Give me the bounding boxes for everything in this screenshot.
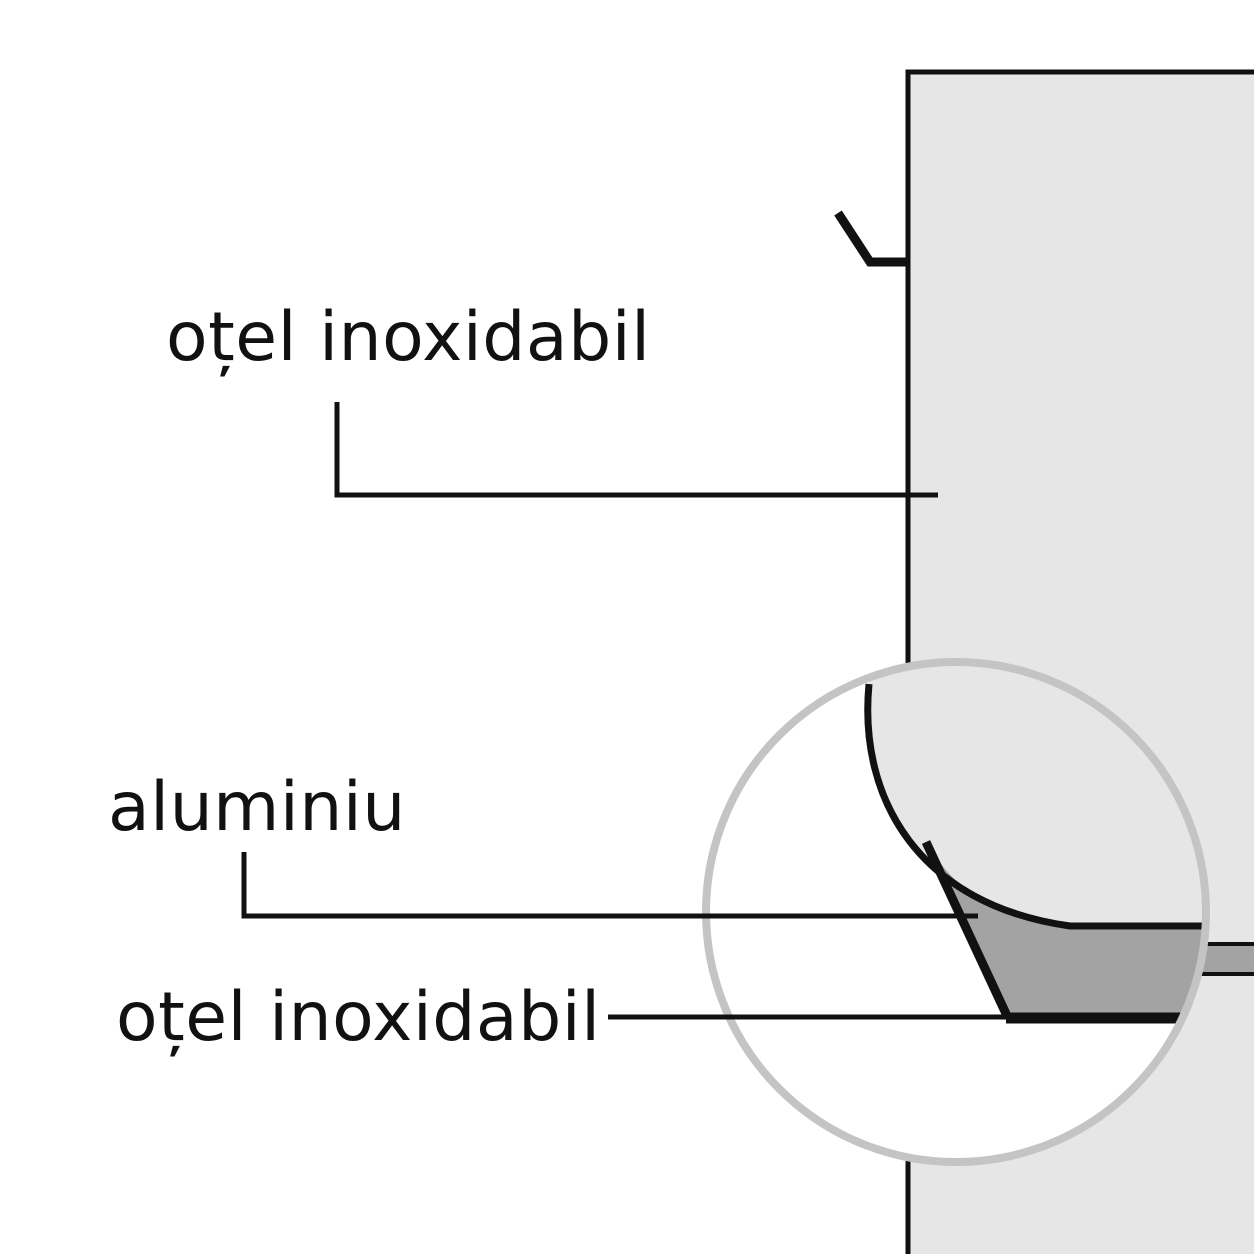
pot-base-edge bbox=[1200, 944, 1254, 974]
pot-handle bbox=[834, 210, 908, 267]
magnifier-ring bbox=[702, 658, 1210, 1166]
label-stainless-steel-bottom: oțel inoxidabil bbox=[116, 978, 601, 1057]
label-stainless-steel-top: oțel inoxidabil bbox=[166, 298, 651, 377]
leader-line-top bbox=[334, 402, 938, 498]
outer-steel-wall bbox=[921, 840, 1013, 1020]
inner-steel-outline bbox=[864, 683, 1206, 930]
leader-line-middle bbox=[241, 852, 978, 919]
label-aluminium: aluminiu bbox=[108, 768, 406, 847]
